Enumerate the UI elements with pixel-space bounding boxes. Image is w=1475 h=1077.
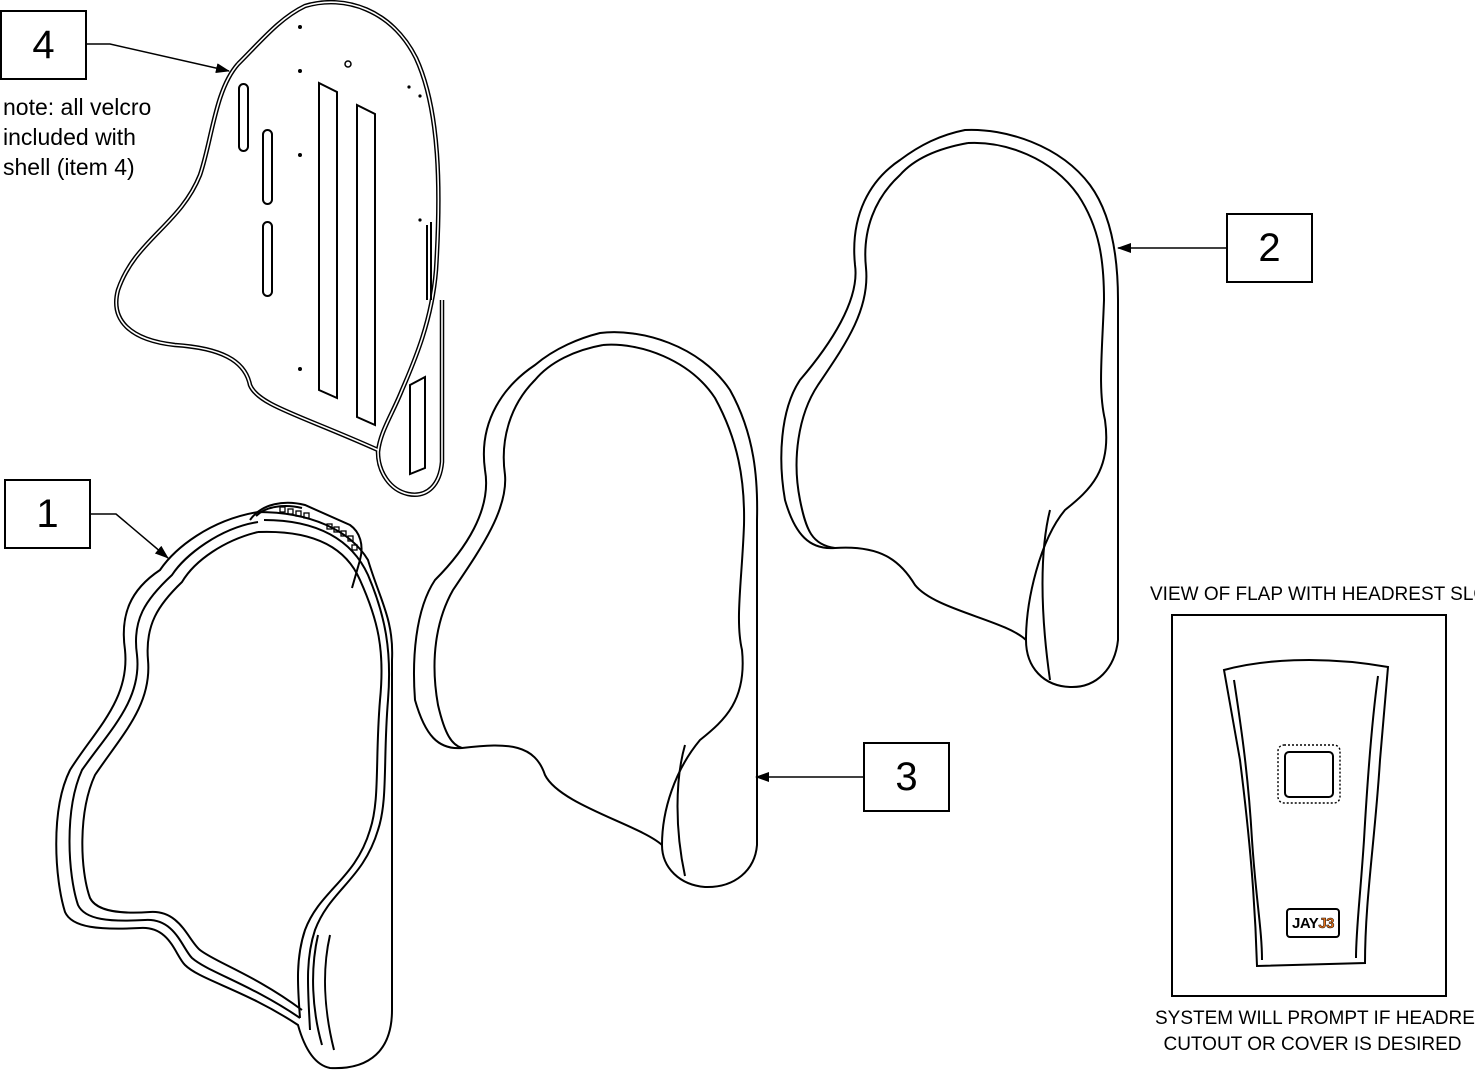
- velcro-note-line-2: included with: [3, 124, 136, 150]
- velcro-note-line-3: shell (item 4): [3, 154, 135, 180]
- flap-view-title: VIEW OF FLAP WITH HEADREST SLOT: [1150, 582, 1475, 608]
- cushion-item-3: [413, 331, 759, 889]
- shell-item-4: [114, 0, 445, 497]
- headrest-prompt-note: SYSTEM WILL PROMPT IF HEADREST CUTOUT OR…: [1155, 1006, 1475, 1058]
- jay-logo-number: J3: [1318, 914, 1335, 932]
- callout-item-3: 3: [863, 742, 950, 812]
- callout-item-1-label: 1: [36, 491, 59, 536]
- jay-logo-text: JAY: [1292, 914, 1319, 932]
- callout-item-2-label: 2: [1258, 225, 1281, 270]
- flap-view-title-text: VIEW OF FLAP WITH HEADREST SLOT: [1150, 584, 1475, 605]
- callout-item-4: 4: [0, 10, 87, 80]
- flap-view-panel: [1171, 614, 1447, 997]
- assembled-back-item-1: [55, 501, 394, 1070]
- velcro-note-line-1: note: all velcro: [3, 94, 152, 120]
- headrest-prompt-line-2: CUTOUT OR COVER IS DESIRED: [1163, 1034, 1462, 1055]
- velcro-note: note: all velcro included with shell (it…: [3, 92, 151, 182]
- leader-lines: [86, 43, 1226, 782]
- callout-item-4-label: 4: [32, 22, 55, 67]
- jay-logo: JAY J3: [1286, 908, 1340, 938]
- velcro-marks: [279, 506, 358, 551]
- callout-item-3-label: 3: [895, 754, 918, 799]
- headrest-flap: [1222, 659, 1390, 968]
- callout-item-2: 2: [1226, 213, 1313, 283]
- callout-item-1: 1: [4, 479, 91, 549]
- headrest-prompt-line-1: SYSTEM WILL PROMPT IF HEADREST: [1155, 1008, 1475, 1029]
- cover-item-2: [780, 128, 1119, 689]
- shell-holes: [298, 25, 422, 371]
